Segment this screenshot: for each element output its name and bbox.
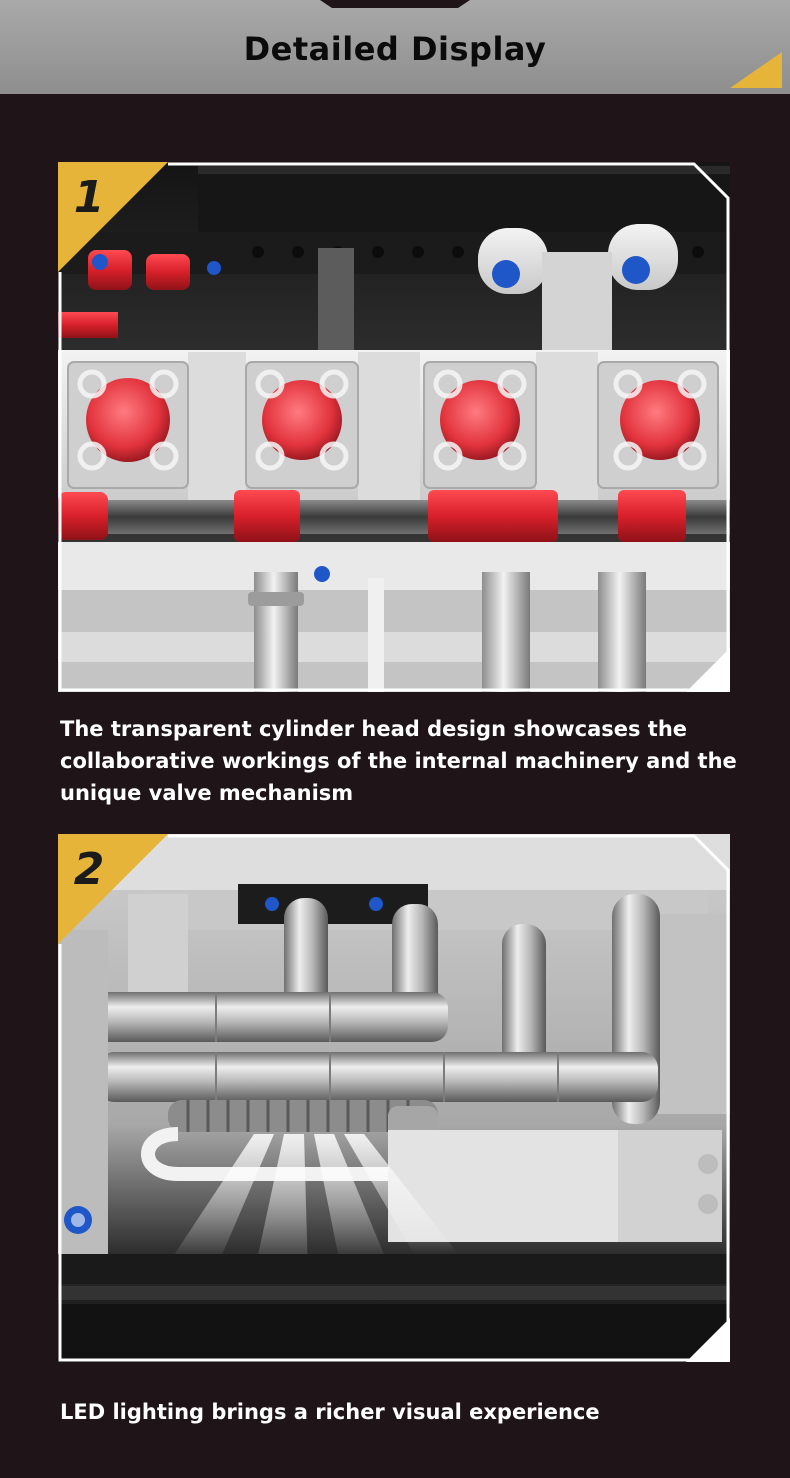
header-top-notch	[0, 0, 790, 8]
number-badge-2-icon: 2	[58, 834, 168, 944]
caption-led-lighting: LED lighting brings a richer visual expe…	[60, 1400, 600, 1424]
number-badge-1-icon: 1	[58, 162, 168, 272]
caption-cylinder-head: The transparent cylinder head design sho…	[60, 717, 737, 805]
header-banner: Detailed Display	[0, 0, 790, 94]
badge-number: 1	[73, 172, 105, 223]
badge-number: 2	[73, 844, 105, 895]
engine-photo-cylinder-head	[58, 162, 730, 692]
engine-photo-led-lighting	[58, 834, 730, 1362]
gold-corner-triangle-icon	[730, 52, 782, 88]
page-title: Detailed Display	[243, 30, 547, 68]
